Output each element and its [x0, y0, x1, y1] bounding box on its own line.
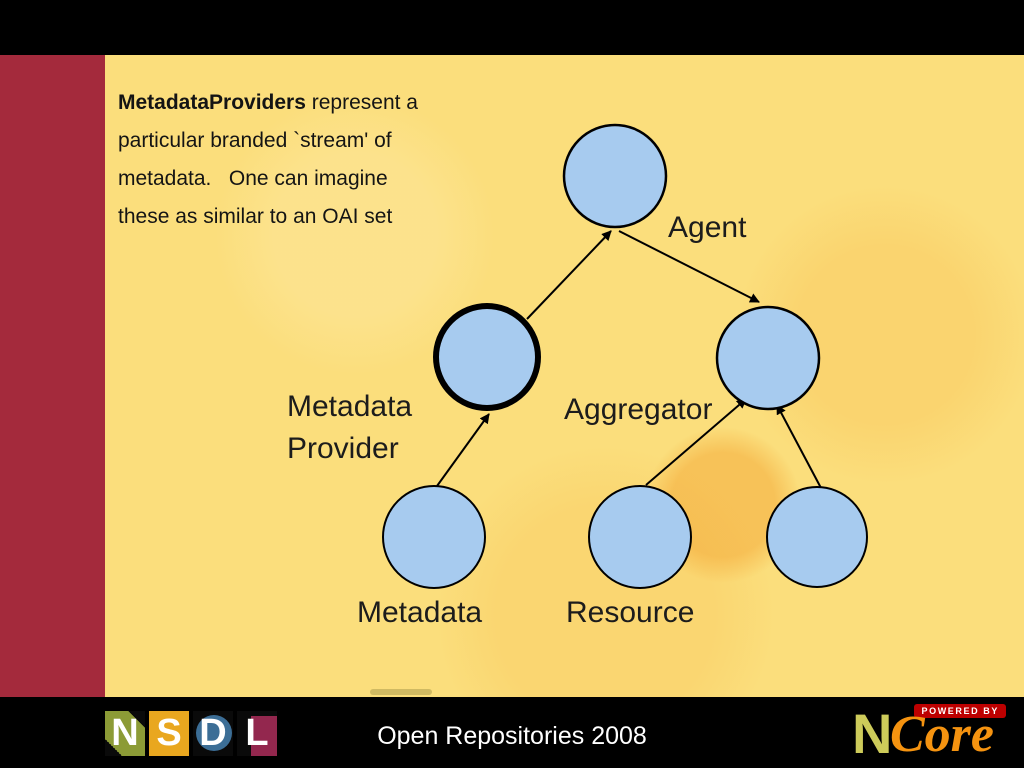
intro-line-4: these as similar to an OAI set	[118, 205, 393, 228]
bottom-black-bar: N S D L Open Repositories 2008 POWERED B…	[0, 697, 1024, 768]
metadata-provider-label-line1: Metadata	[287, 390, 413, 423]
agent-label: Agent	[668, 211, 747, 244]
metadata-label: Metadata	[357, 596, 483, 629]
nsdl-letter-d: D	[199, 712, 227, 754]
watermark-smudge	[370, 689, 432, 695]
intro-line-2: particular branded `stream' of	[118, 129, 392, 152]
intro-line-1: MetadataProviders represent a	[118, 84, 488, 122]
intro-line-1-rest: represent a	[305, 91, 418, 114]
intro-bold-term: MetadataProviders	[118, 91, 306, 114]
intro-paragraph: MetadataProviders represent a particular…	[118, 84, 488, 236]
nsdl-tile-d: D	[193, 711, 233, 756]
aggregator-label: Aggregator	[564, 393, 713, 426]
nsdl-letter-l: L	[245, 712, 269, 754]
resource-label: Resource	[566, 596, 695, 629]
nsdl-tile-s: S	[149, 711, 189, 756]
ncore-n-text: N	[852, 702, 893, 765]
intro-line-3: metadata. One can imagine	[118, 167, 388, 190]
top-black-bar	[0, 0, 1024, 55]
left-red-stripe	[0, 55, 105, 697]
metadata-provider-label-line2: Provider	[287, 432, 399, 465]
metadata-provider-label: Metadata Provider	[287, 386, 412, 470]
nsdl-letter-s: S	[156, 712, 182, 754]
ncore-core-text: Core	[890, 706, 994, 763]
nsdl-logo: N S D L	[105, 711, 277, 756]
nsdl-tile-l: L	[237, 711, 277, 756]
nsdl-tile-n: N	[105, 711, 145, 756]
conference-title: Open Repositories 2008	[377, 722, 647, 750]
nsdl-letter-n: N	[111, 712, 139, 754]
ncore-logo: POWERED BY N Core	[852, 700, 1012, 764]
powered-by-badge: POWERED BY	[914, 704, 1006, 718]
